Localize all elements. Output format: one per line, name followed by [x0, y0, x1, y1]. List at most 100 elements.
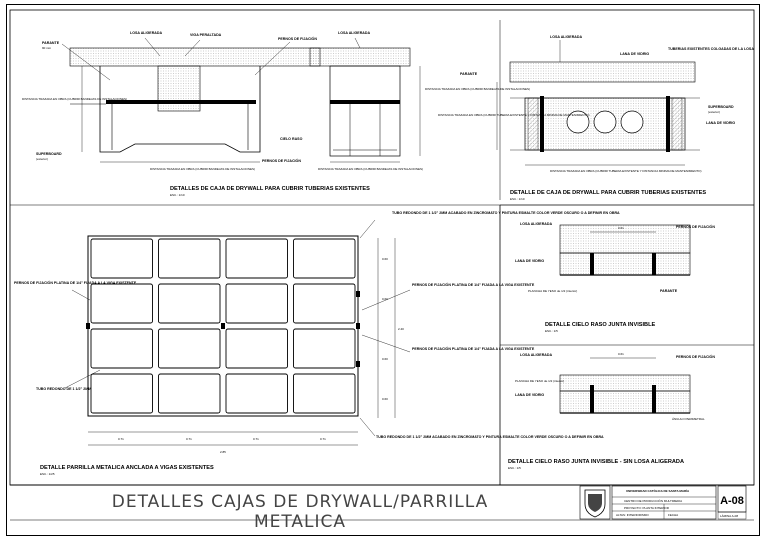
tb-line2: CENTRO DE PRODUCCIÓN MULTIMEDIA — [624, 498, 682, 503]
tb-line3: PROYECTO: PLANTA INTERIOR — [624, 506, 670, 510]
grid-cell — [90, 328, 153, 369]
d2-distancia-bottom: DISTANCIA TRAZADA EN OBRA (CUBRIR TUBERI… — [550, 169, 701, 173]
d1-parante-sub: 90 mm — [42, 46, 52, 50]
d1-distancia2-label: DISTANCIA TRAZADA EN OBRA (CUBRIR BANDEJ… — [425, 87, 530, 91]
d5-dim-row-1: 0.60 — [382, 257, 388, 261]
grid-cell — [158, 283, 221, 324]
detail-4-drawing — [559, 357, 691, 414]
d2-distancia-label: DISTANCIA TRAZADA EN OBRA (CUBRIR TUBERI… — [438, 113, 589, 117]
detail-4-scale: ESC.: 1/5 — [508, 466, 521, 470]
grid-cell — [293, 238, 356, 279]
grid-cell — [293, 373, 356, 414]
university-crest-icon — [584, 489, 606, 518]
detail-5-grid — [86, 235, 360, 417]
grid-cell — [225, 328, 288, 369]
d3-dim: 0.61 — [618, 226, 624, 230]
sheet-number: A-08 — [720, 495, 744, 507]
tb-university: UNIVERSIDAD CATÓLICA DE SANTA MARÍA — [626, 488, 690, 493]
d4-perimetral-label: ÁNGULO PERIMETRAL — [672, 417, 705, 421]
d5-dim-row-3: 0.60 — [382, 357, 388, 361]
anchor-plate — [356, 323, 360, 329]
detail-5-annotations — [64, 219, 411, 446]
grid-cell — [158, 373, 221, 414]
detail-1-scale: ESC.: 1/10 — [170, 193, 185, 197]
outer-border — [6, 4, 760, 536]
d4-plancha-label: PLANCHA DE YESO de 1/2 (interior) — [515, 379, 564, 383]
d5-pernos-left: PERNOS DE FIJACIÓN PLATINA DE 1/4" FIJAD… — [14, 280, 137, 285]
d2-superboard-sub: (exterior) — [708, 110, 720, 114]
grid-cell — [90, 238, 153, 279]
d4-losa-label: LOSA ALIGERADA — [520, 353, 552, 357]
d5-pernos-right2: PERNOS DE FIJACIÓN PLATINA DE 1/4" FIJAD… — [412, 346, 535, 351]
d5-dim-row-4: 0.60 — [382, 397, 388, 401]
grid-cell — [225, 283, 288, 324]
grid-cell — [293, 283, 356, 324]
d5-pernos-right1: PERNOS DE FIJACIÓN PLATINA DE 1/4" FIJAD… — [412, 282, 535, 287]
grid-cell — [90, 373, 153, 414]
d3-parante-label: PARANTE — [660, 289, 678, 293]
d1-superboard-label: SUPERBOARD — [36, 152, 62, 156]
d3-losa-label: LOSA ALIGERADA — [520, 222, 552, 226]
d5-dim-col-4: 0.71 — [320, 437, 326, 441]
grid-cell — [225, 373, 288, 414]
d3-pernos-label: PERNOS DE FIJACIÓN — [676, 224, 715, 229]
detail-2-title: DETALLE DE CAJA DE DRYWALL PARA CUBRIR T… — [510, 190, 706, 196]
title-block — [579, 485, 747, 520]
tb-line4: ALTAS: INTERIORISMO — [616, 513, 649, 517]
d1-pernos-label: PERNOS DE FIJACIÓN — [278, 36, 317, 41]
d4-dim: 0.61 — [618, 352, 624, 356]
d5-tubo-top: TUBO REDONDO DE 1 1/2" 2MM ACABADO EN ZI… — [392, 211, 620, 215]
d1-losa-label: LOSA ALIGERADA — [130, 31, 162, 35]
d4-lana-label: LANA DE VIDRIO — [515, 393, 544, 397]
d1-distancia-bottom: DISTANCIA TRAZADA EN OBRA (CUBRIR BANDEJ… — [150, 167, 255, 171]
d3-plancha-label: PLANCHA DE YESO de 1/2 (interior) — [528, 289, 577, 293]
anchor-plate — [356, 361, 360, 367]
d1-viga-label: VIGA PERALTADA — [190, 33, 222, 37]
detail-5-title: DETALLE PARRILLA METALICA ANCLADA A VIGA… — [40, 465, 214, 471]
d2-losa-label: LOSA ALIGERADA — [550, 35, 582, 39]
d1-cielo-label: CIELO RASO — [280, 137, 303, 141]
tb-line5: FECHA — [668, 513, 678, 517]
grid-cell — [158, 238, 221, 279]
grid-cell — [293, 328, 356, 369]
grid-cell — [90, 283, 153, 324]
grid-cell — [158, 328, 221, 369]
tb-line6: LÁMINA A-08 — [720, 514, 738, 518]
d2-lana-label: LANA DE VIDRIO — [620, 52, 649, 56]
d2-superboard-label: SUPERBOARD — [708, 105, 734, 109]
d1-distancia-label: DISTANCIA TRAZADA EN OBRA (CUBRIR BANDEJ… — [22, 97, 127, 101]
d2-tuberias-label: TUBERIAS EXISTENTES COLGADAS DE LA LOSA — [668, 47, 754, 51]
d1-superboard-sub: (exterior) — [36, 157, 48, 161]
sheet-main-title: DETALLES CAJAS DE DRYWALL/PARRILLA METAL… — [111, 492, 489, 532]
d4-pernos-label: PERNOS DE FIJACIÓN — [676, 354, 715, 359]
anchor-plate — [221, 323, 225, 329]
grid-cell — [225, 238, 288, 279]
d5-tubo-bottom: TUBO REDONDO DE 1 1/2" 2MM ACABADO EN ZI… — [376, 435, 604, 439]
d3-lana-label: LANA DE VIDRIO — [515, 259, 544, 263]
detail-1-drawing — [61, 37, 421, 163]
detail-3-drawing — [559, 224, 691, 276]
detail-5-scale: ESC.: 1/25 — [40, 472, 55, 476]
anchor-plate — [86, 323, 90, 329]
d1-pernos2-label: PERNOS DE FIJACIÓN — [262, 158, 301, 163]
detail-1-title: DETALLES DE CAJA DE DRYWALL PARA CUBRIR … — [170, 186, 370, 192]
anchor-plate — [356, 291, 360, 297]
d1-parante-label: PARANTE — [42, 41, 60, 45]
d1-distancia-bottom2: DISTANCIA TRAZADA EN OBRA (CUBRIR BANDEJ… — [318, 167, 423, 171]
d5-dim-col-1: 0.71 — [118, 437, 124, 441]
detail-3-scale: ESC.: 1/5 — [545, 329, 558, 333]
d5-dim-side: 2.40 — [398, 327, 404, 331]
d5-dim-row-2: 0.60 — [382, 297, 388, 301]
d2-parante-label: PARANTE — [460, 72, 478, 76]
d5-dim-col-2: 0.71 — [186, 437, 192, 441]
d2-lana2-label: LANA DE VIDRIO — [706, 121, 735, 125]
detail-2-scale: ESC.: 1/10 — [510, 197, 525, 201]
detail-4-title: DETALLE CIELO RASO JUNTA INVISIBLE - SIN… — [508, 459, 684, 465]
detail-2-drawing — [496, 40, 700, 166]
d1-losa2-label: LOSA ALIGERADA — [338, 31, 370, 35]
d5-dim-total: 2.85 — [220, 450, 226, 454]
d5-dim-col-3: 0.71 — [253, 437, 259, 441]
detail-3-title: DETALLE CIELO RASO JUNTA INVISIBLE — [545, 322, 655, 328]
